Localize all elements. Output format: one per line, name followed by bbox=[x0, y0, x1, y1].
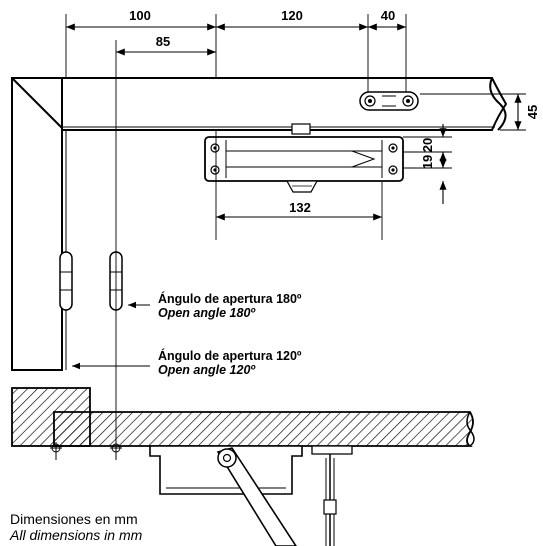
dimension-lines bbox=[66, 23, 522, 221]
door-frame bbox=[11, 77, 508, 131]
door-closer-body bbox=[204, 123, 404, 193]
frame-mounting-plate bbox=[359, 91, 419, 111]
label-180-es: Ángulo de apertura 180º bbox=[158, 291, 302, 306]
screw-markers bbox=[50, 442, 122, 460]
hinge-frame bbox=[59, 251, 73, 311]
label-120-es: Ángulo de apertura 120º bbox=[158, 348, 302, 363]
arm-bracket bbox=[311, 445, 353, 546]
note-units-en: All dimensions in mm bbox=[9, 527, 143, 543]
dim-132: 132 bbox=[289, 200, 311, 215]
door-leaf-section bbox=[53, 411, 475, 447]
frame-break-symbol bbox=[489, 77, 507, 131]
closer-plan-view bbox=[149, 445, 303, 495]
dim-120: 120 bbox=[281, 8, 303, 23]
label-180-en: Open angle 180º bbox=[158, 306, 256, 320]
closer-arm bbox=[216, 447, 297, 546]
dim-40: 40 bbox=[381, 8, 395, 23]
door-jamb bbox=[11, 77, 67, 371]
note-units-es: Dimensiones en mm bbox=[10, 511, 138, 527]
dim-85: 85 bbox=[156, 34, 170, 49]
dim-19: 19 bbox=[420, 155, 435, 169]
label-120-en: Open angle 120º bbox=[158, 363, 256, 377]
extension-lines bbox=[65, 14, 526, 454]
dim-45: 45 bbox=[525, 105, 540, 119]
dim-100: 100 bbox=[129, 8, 151, 23]
dim-20: 20 bbox=[420, 138, 435, 152]
